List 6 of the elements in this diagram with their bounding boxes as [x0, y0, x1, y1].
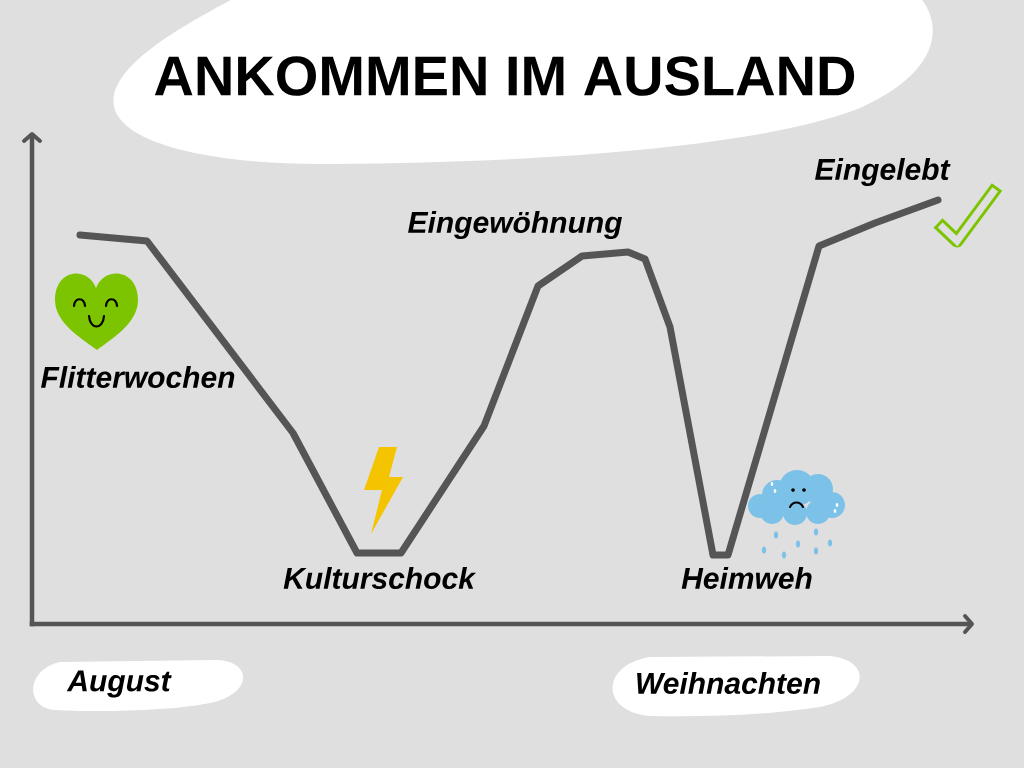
- stage-label: Heimweh: [681, 567, 812, 590]
- text-bubble: August: [33, 660, 244, 712]
- stage-label: Flitterwochen: [41, 366, 235, 388]
- stage-label: Eingewöhnung: [408, 211, 622, 239]
- text-bubble: Weihnachten: [612, 656, 860, 717]
- stage-label: Kulturschock: [283, 567, 477, 590]
